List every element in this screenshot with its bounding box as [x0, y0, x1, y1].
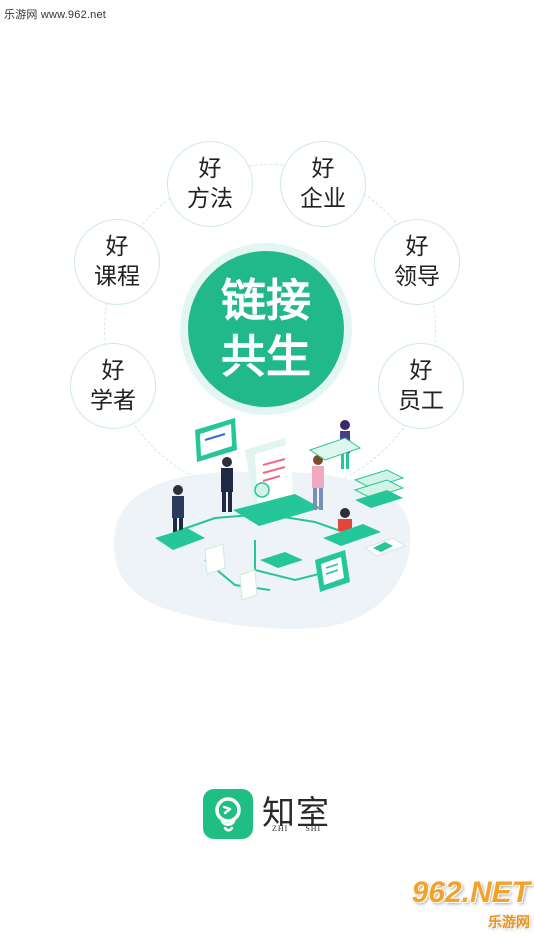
- bubble-good-methods: 好 方法: [167, 141, 253, 227]
- bubble-label: 员工: [398, 388, 444, 414]
- main-screen: [233, 438, 321, 526]
- bubble-good-leaders: 好 领导: [374, 219, 460, 305]
- network-illustration: [114, 418, 411, 629]
- dashboard-board: [195, 418, 237, 462]
- person-at-desk: [323, 508, 381, 546]
- person-with-device: [155, 485, 205, 550]
- floor-blob: [114, 471, 411, 629]
- connector-line: [254, 540, 336, 582]
- bubble-label: 方法: [187, 186, 233, 212]
- bubble-label: 企业: [300, 186, 346, 212]
- brand-pinyin: ZHI SHI: [272, 824, 322, 833]
- document-card: [315, 550, 350, 592]
- slogan-line-1: 链接: [220, 274, 311, 327]
- bubble-good-courses: 好 课程: [74, 219, 160, 305]
- bubble-good-scholars: 好 学者: [70, 343, 156, 429]
- watermark-site: 962.NET: [411, 876, 530, 909]
- image-card: [363, 537, 407, 557]
- bubble-prefix: 好: [101, 358, 125, 384]
- phone-card: [204, 543, 303, 601]
- slogan-line-2: 共生: [220, 330, 311, 383]
- person-standing: [221, 457, 233, 512]
- bubble-good-employees: 好 员工: [378, 343, 464, 429]
- person-on-platform: [308, 420, 362, 469]
- bubble-good-enterprise: 好 企业: [280, 141, 366, 227]
- watermark-bottom: 962.NET 乐游网: [396, 876, 530, 942]
- bubble-prefix: 好: [198, 156, 222, 182]
- bubble-prefix: 好: [405, 234, 429, 260]
- bubble-prefix: 好: [105, 234, 129, 260]
- brand-name: 知室: [262, 793, 330, 832]
- bubble-prefix: 好: [311, 156, 335, 182]
- center-slogan: 链接 共生: [188, 251, 344, 407]
- app-logo: [203, 789, 253, 839]
- lightbulb-icon: [215, 797, 241, 832]
- bubble-prefix: 好: [409, 358, 433, 384]
- person-presenting: [312, 455, 324, 510]
- bubble-label: 领导: [394, 264, 440, 290]
- server-stack: [353, 469, 405, 508]
- watermark-site-cn: 乐游网: [488, 915, 530, 931]
- watermark-top: 乐游网 www.962.net: [4, 9, 107, 21]
- bubble-label: 学者: [90, 388, 136, 414]
- bubble-label: 课程: [94, 264, 140, 290]
